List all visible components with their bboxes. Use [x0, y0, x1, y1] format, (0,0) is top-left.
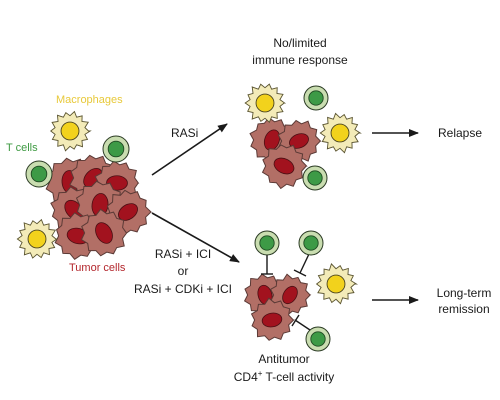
bottom-treatment-line3: RASi + CDKi + ICI	[134, 282, 232, 296]
tumor-cluster-top	[249, 116, 322, 190]
left-cell-group	[16, 110, 153, 261]
inhibition-markers	[261, 253, 311, 331]
top-branch-title-line2: immune response	[252, 53, 348, 67]
macrophage	[319, 112, 362, 154]
t-cell	[25, 160, 53, 188]
t-cell	[298, 230, 324, 256]
bottom-caption-line1: Antitumor	[258, 352, 309, 366]
t-cell	[254, 230, 280, 256]
t-cell	[102, 135, 130, 163]
tumor-cluster-left	[45, 154, 153, 261]
tumor-cell	[250, 297, 295, 341]
tumor-cells-label: Tumor cells	[69, 262, 126, 274]
macrophage	[244, 83, 287, 123]
t-cell	[303, 85, 329, 111]
arrow-to-bottom-branch	[151, 212, 240, 263]
bottom-cell-group	[243, 230, 359, 352]
t-cell	[305, 326, 331, 352]
tumor-cell	[80, 208, 128, 257]
t-cell	[302, 165, 328, 191]
top-cell-group	[244, 83, 362, 191]
macrophage	[50, 110, 92, 152]
top-treatment-label: RASi	[171, 126, 198, 140]
bottom-treatment-line1: RASi + ICI	[155, 247, 211, 261]
macrophages-label: Macrophages	[56, 94, 123, 106]
bottom-treatment-line2: or	[178, 264, 189, 278]
tumor-cell	[261, 144, 308, 190]
macrophage	[315, 263, 359, 305]
top-branch-title-line1: No/limited	[273, 36, 326, 50]
bottom-caption-line2: CD4+ T-cell activity	[234, 369, 334, 384]
t-cells-label: T cells	[6, 142, 38, 154]
tumor-cluster-bottom	[243, 273, 312, 341]
remission-label-line1: Long-term	[437, 286, 492, 300]
relapse-label: Relapse	[438, 126, 482, 140]
macrophage	[16, 218, 59, 259]
arrow-to-top-branch	[151, 123, 228, 176]
remission-label-line2: remission	[438, 302, 489, 316]
